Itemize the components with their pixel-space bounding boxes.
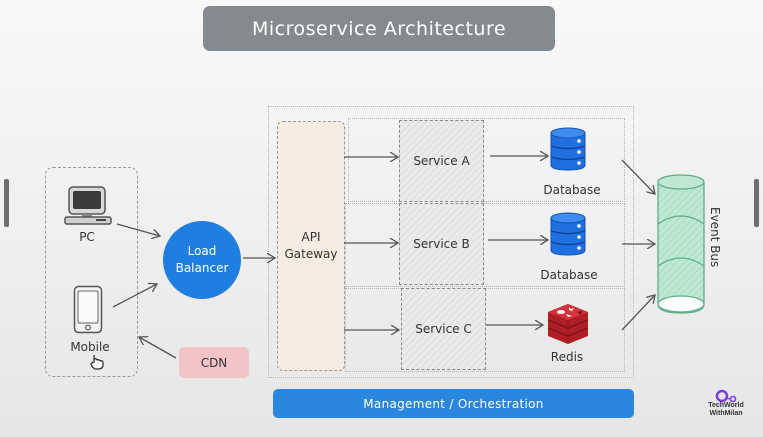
arrow-pc-to-lb [116,223,160,236]
left-drag-handle[interactable] [4,179,9,227]
service-b-node[interactable]: Service B [399,203,484,285]
load-balancer-label-line1: Load [187,244,217,258]
pc-icon [64,186,112,225]
logo-text: TechWorld WithMilan [703,402,749,418]
management-orchestration-bar[interactable]: Management / Orchestration [273,389,634,418]
database-a-label: Database [543,183,601,197]
event-bus-node[interactable] [654,172,708,316]
cdn-node[interactable]: CDN [179,347,249,378]
hand-cursor-icon [90,355,104,370]
arrow-row-a-to-event-bus [621,159,655,194]
service-c-node[interactable]: Service C [401,288,486,370]
api-gateway-node[interactable]: API Gateway [277,121,345,371]
database-b-label: Database [540,268,598,282]
load-balancer-node[interactable]: Load Balancer [163,221,241,299]
diagram-title: Microservice Architecture [203,6,555,51]
logo-line1: TechWorld [708,402,744,409]
service-a-node[interactable]: Service A [399,120,484,202]
logo-icon [715,389,737,403]
arrow-cdn-to-clients [139,337,177,359]
api-gateway-label-line2: Gateway [284,247,338,261]
mobile-label: Mobile [70,340,110,354]
backend-container [268,106,634,378]
logo-line2: WithMilan [709,410,743,417]
service-row-b [345,203,625,287]
load-balancer-label-line2: Balancer [175,261,229,275]
clients-group [45,167,138,377]
arrow-mobile-to-lb [112,284,157,308]
mobile-icon [73,285,103,334]
redis-icon [547,304,589,344]
database-icon [550,127,586,171]
api-gateway-label-line1: API [301,230,321,244]
pc-label: PC [79,230,95,244]
database-icon [550,212,586,256]
service-row-a [348,118,625,202]
arrow-row-c-to-event-bus [621,295,655,331]
right-drag-handle[interactable] [754,179,759,227]
redis-label: Redis [550,350,584,364]
